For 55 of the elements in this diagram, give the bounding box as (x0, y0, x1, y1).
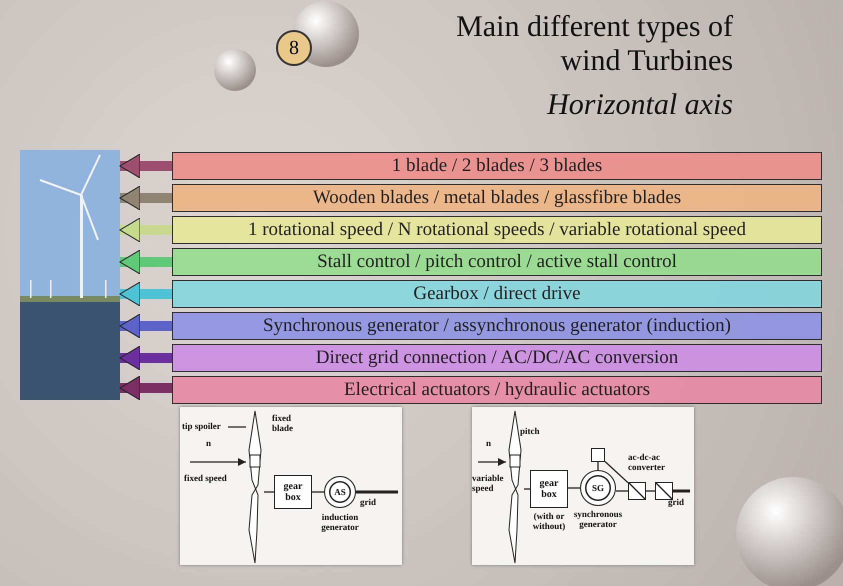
option-bar: Electrical actuators / hydraulic actuators (172, 376, 822, 404)
schematic-panel (472, 407, 694, 565)
shaft-line (673, 490, 690, 492)
shaft-line (597, 462, 599, 470)
part-label: grid (360, 497, 378, 507)
block-arrow (120, 218, 172, 242)
part-label: fixed speed (184, 473, 228, 483)
option-bar: Gearbox / direct drive (172, 280, 822, 308)
slide-subtitle: Horizontal axis (547, 88, 733, 122)
shaft-line (568, 487, 580, 489)
exciter-box (591, 448, 605, 462)
number-badge: 8 (276, 30, 312, 66)
wind-arrow (478, 458, 506, 466)
part-label: n (486, 438, 492, 448)
block-arrow (120, 154, 172, 178)
part-label: grid (668, 497, 686, 507)
option-bar: Synchronous generator / assynchronous generator (induction) (172, 312, 822, 340)
part-label: variable speed (472, 473, 504, 493)
gearbox-box: gear box (274, 475, 312, 509)
component-caption: synchronous generator (572, 509, 624, 529)
converter-box (628, 482, 646, 500)
shaft-line (264, 491, 274, 493)
block-arrow (120, 250, 172, 274)
wind-farm-photo (20, 150, 120, 400)
gearbox-box: gear box (530, 470, 568, 508)
option-bar: Direct grid connection / AC/DC/AC conversion (172, 344, 822, 372)
block-arrow (120, 314, 172, 338)
shaft-line (604, 460, 628, 484)
option-bar: 1 rotational speed / N rotational speeds / variable rotational speed (172, 216, 822, 244)
schematic-panel (180, 407, 402, 565)
block-arrow (120, 282, 172, 306)
shaft-line (356, 490, 398, 494)
leader-line (228, 426, 246, 428)
converter-box (655, 482, 673, 500)
part-label: pitch (520, 426, 541, 436)
block-arrow (120, 346, 172, 370)
part-label: tip spoiler (182, 421, 228, 433)
option-bar: Stall control / pitch control / active stall control (172, 248, 822, 276)
slide-title: Main different types of wind Turbines (455, 10, 733, 78)
block-arrow (120, 186, 172, 210)
shaft-line (646, 490, 655, 492)
option-bar: 1 blade / 2 blades / 3 blades (172, 152, 822, 180)
rotor-blade-drawing (246, 410, 264, 564)
wind-arrow (190, 458, 246, 466)
component-caption: induction generator (320, 512, 360, 532)
shaft-line (312, 491, 324, 493)
block-arrow (120, 376, 172, 400)
part-label: n (206, 438, 212, 448)
part-label: fixed blade (272, 413, 294, 433)
shaft-line (616, 490, 628, 492)
generator-symbol: AS (324, 476, 356, 508)
part-label: ac-dc-ac converter (628, 452, 666, 472)
generator-symbol: SG (580, 470, 616, 506)
shaft-line (524, 488, 530, 490)
option-bar: Wooden blades / metal blades / glassfibre blades (172, 184, 822, 212)
